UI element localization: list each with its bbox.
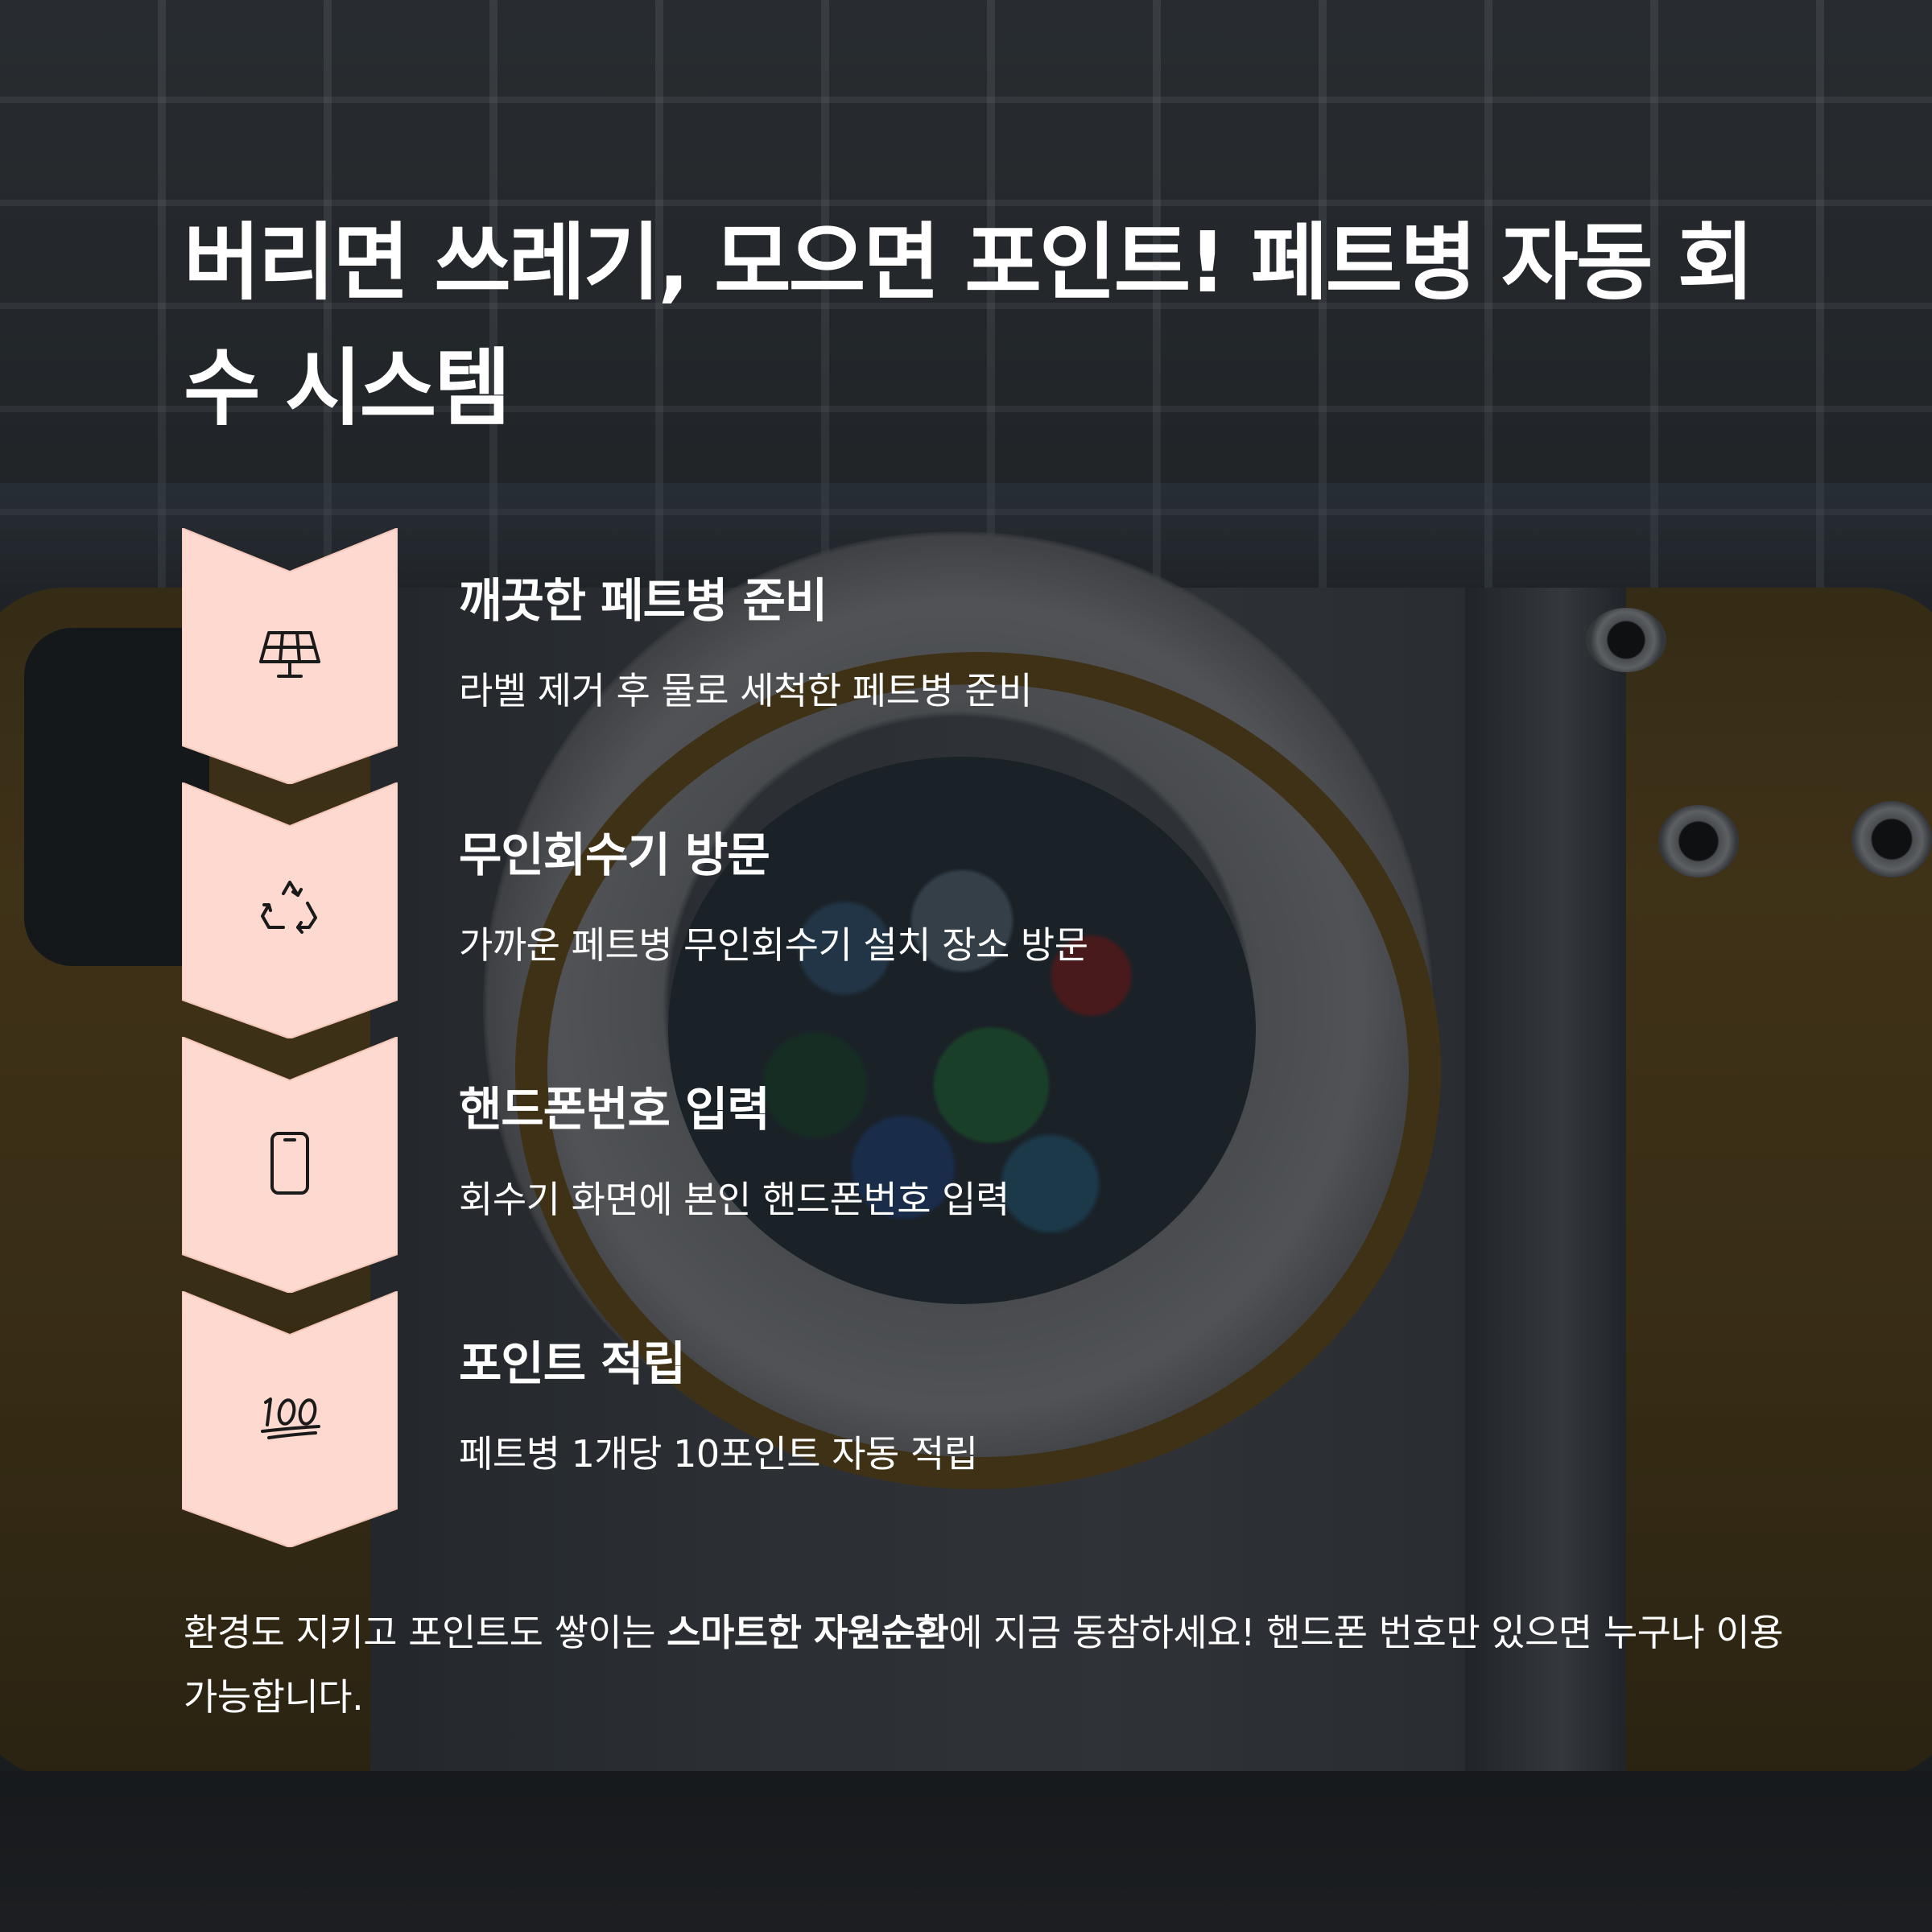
step-title: 무인회수기 방문 bbox=[459, 828, 770, 882]
recycle-icon bbox=[251, 869, 328, 947]
machine-seam bbox=[1465, 588, 1626, 1779]
step-2: 무인회수기 방문 가까운 페트병 무인회수기 설치 장소 방문 bbox=[182, 782, 1792, 1038]
step-description: 회수기 화면에 본인 핸드폰번호 입력 bbox=[459, 1178, 1009, 1221]
footer-text: 에 지금 동참하세요! 핸드폰 번호만 있으면 누구나 이용 가능합니다. bbox=[184, 1611, 1784, 1719]
machine-knob bbox=[1658, 805, 1739, 877]
machine-knob bbox=[1852, 801, 1932, 877]
step-1: 깨끗한 페트병 준비 라벨 제거 후 물로 세척한 페트병 준비 bbox=[182, 528, 1792, 784]
solar-panel-icon bbox=[251, 615, 328, 692]
step-chevron bbox=[182, 528, 398, 784]
smartphone-icon bbox=[251, 1124, 328, 1201]
page-title: 버리면 쓰레기, 모으면 포인트! 페트병 자동 회수 시스템 bbox=[184, 213, 1754, 437]
step-title: 포인트 적립 bbox=[459, 1336, 686, 1391]
step-3: 핸드폰번호 입력 회수기 화면에 본인 핸드폰번호 입력 bbox=[182, 1037, 1792, 1293]
step-description: 라벨 제거 후 물로 세척한 페트병 준비 bbox=[459, 669, 1033, 712]
footer-text: 환경도 지키고 포인트도 쌓이는 bbox=[184, 1611, 667, 1654]
machine-knob bbox=[1586, 608, 1666, 672]
hundred-points-icon bbox=[251, 1378, 328, 1455]
step-chevron bbox=[182, 782, 398, 1038]
step-title: 깨끗한 페트병 준비 bbox=[459, 573, 828, 628]
floor bbox=[0, 1771, 1932, 1932]
step-4: 포인트 적립 페트병 1개당 10포인트 자동 적립 bbox=[182, 1291, 1792, 1547]
step-title: 핸드폰번호 입력 bbox=[459, 1082, 770, 1137]
footer-message: 환경도 지키고 포인트도 쌓이는 스마트한 자원순환에 지금 동참하세요! 핸드… bbox=[184, 1600, 1794, 1729]
bottle-window bbox=[668, 757, 1256, 1304]
step-description: 가까운 페트병 무인회수기 설치 장소 방문 bbox=[459, 923, 1088, 967]
ceiling bbox=[0, 0, 1932, 596]
footer-emphasis: 스마트한 자원순환 bbox=[667, 1611, 949, 1654]
step-description: 페트병 1개당 10포인트 자동 적립 bbox=[459, 1432, 978, 1476]
step-chevron bbox=[182, 1037, 398, 1293]
machine-side-panel bbox=[24, 628, 209, 966]
